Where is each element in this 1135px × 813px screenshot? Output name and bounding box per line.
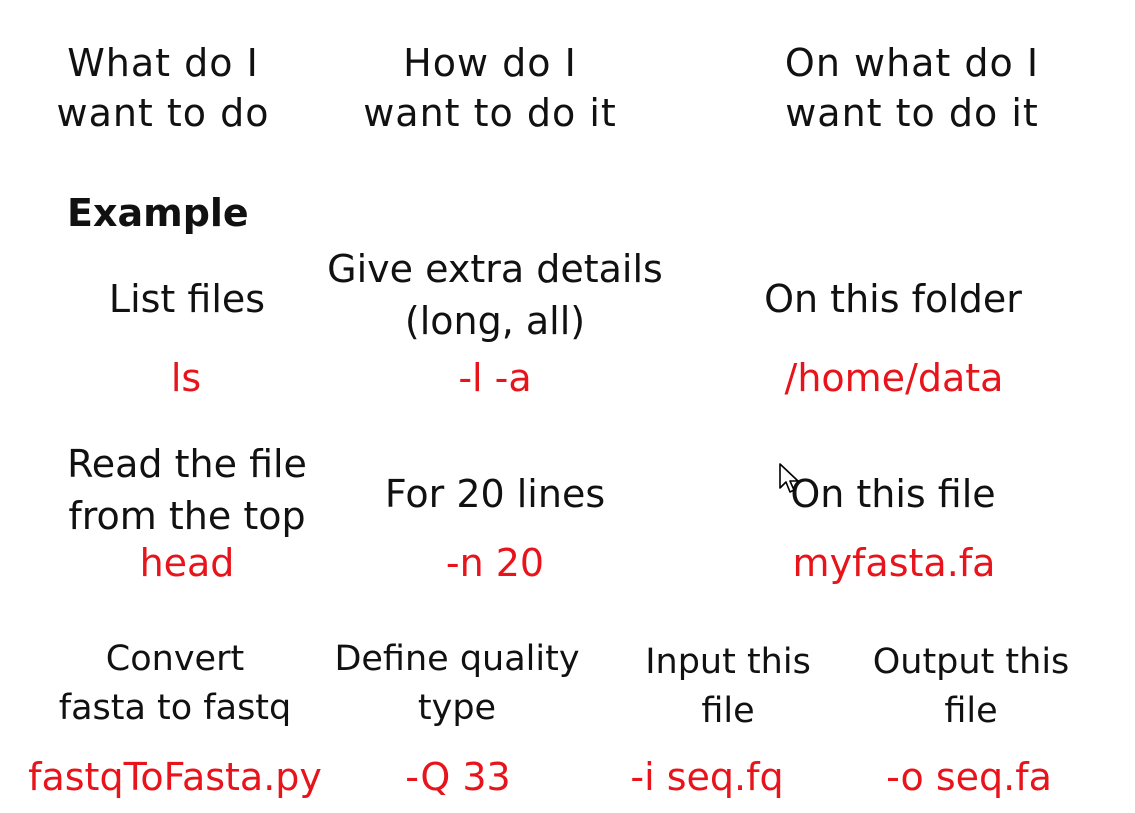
row2-what-label: Read the file from the top	[67, 442, 307, 538]
row3-what-label: Convert fasta to fastq	[58, 639, 292, 728]
header-how: How do I want to do it	[363, 41, 617, 135]
row3-input-label: Input this file	[645, 642, 811, 731]
row2-on-command: myfasta.fa	[792, 541, 996, 585]
header-what: What do I want to do	[56, 41, 270, 135]
row1-how-command: -l -a	[458, 356, 532, 400]
row2-on-label: On this file	[790, 472, 996, 516]
row1-on-label: On this folder	[764, 277, 1022, 321]
example-heading: Example	[67, 191, 249, 235]
row1-what-label: List files	[108, 277, 266, 321]
row2-what-command: head	[139, 541, 235, 585]
row2-how-label: For 20 lines	[384, 472, 606, 516]
row3-output-command: -o seq.fa	[886, 755, 1052, 799]
row3-how-label: Define quality type	[334, 639, 580, 728]
row1-how-label: Give extra details (long, all)	[327, 247, 663, 343]
row3-what-command: fastqToFasta.py	[28, 755, 322, 799]
row1-on-command: /home/data	[784, 356, 1004, 400]
row3-how-command: -Q 33	[405, 755, 511, 799]
row2-how-command: -n 20	[445, 541, 545, 585]
row3-input-command: -i seq.fq	[630, 755, 784, 799]
mouse-pointer-icon	[779, 463, 799, 493]
row1-what-command: ls	[170, 356, 202, 400]
header-on-what: On what do I want to do it	[784, 41, 1040, 135]
row3-output-label: Output this file	[872, 642, 1070, 731]
